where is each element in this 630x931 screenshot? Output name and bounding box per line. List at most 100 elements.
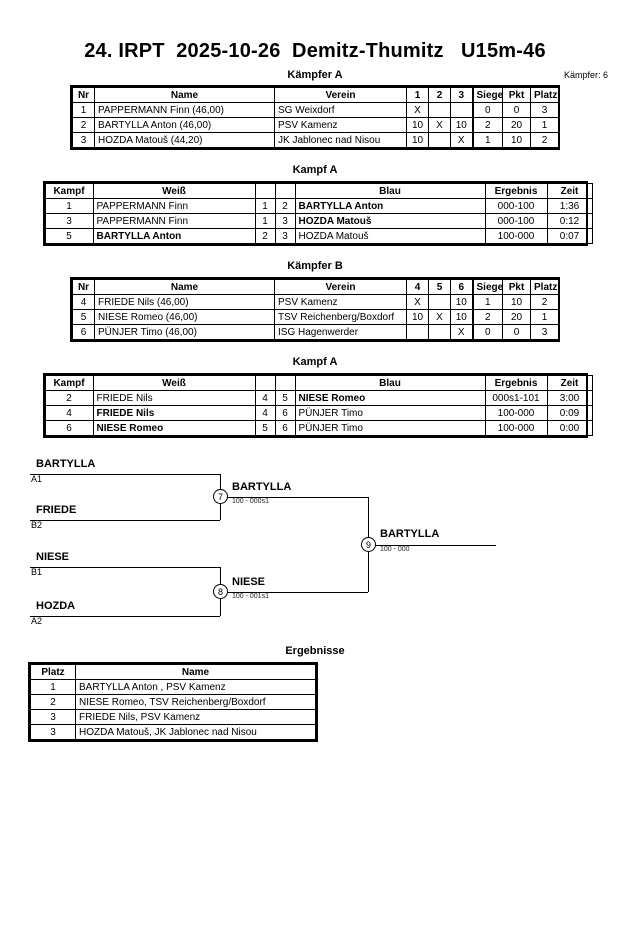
col-verein: Verein xyxy=(274,87,407,103)
cell-zeit: 0:00 xyxy=(546,420,593,436)
cell-name: FRIEDE Nils, PSV Kamenz xyxy=(75,709,316,725)
col-nr: Nr xyxy=(72,279,95,295)
cell-platz: 2 xyxy=(530,132,559,148)
table-row: 3 FRIEDE Nils, PSV Kamenz xyxy=(30,709,316,725)
col-weiss: Weiß xyxy=(92,375,256,391)
cell-weiss-nr: 4 xyxy=(254,405,276,421)
fighter-count-label: Kämpfer: 6 xyxy=(563,70,608,80)
cell-verein: TSV Reichenberg/Boxdorf xyxy=(274,309,407,325)
table-row: 5 NIESE Romeo (46,00) TSV Reichenberg/Bo… xyxy=(72,309,559,325)
cell-name: HOZDA Matouš, JK Jablonec nad Nisou xyxy=(75,724,316,740)
tournament-bracket: BARTYLLA A1 FRIEDE B2 7 BARTYLLA 100 - 0… xyxy=(0,456,630,631)
bracket-line-match-8 xyxy=(228,592,368,593)
cell-weiss: FRIEDE Nils xyxy=(92,390,256,406)
col-name: Name xyxy=(75,664,316,680)
col-name: Name xyxy=(94,279,275,295)
cell-platz: 1 xyxy=(530,309,559,325)
bracket-seed-code-4: A2 xyxy=(31,616,43,626)
cell-platz: 3 xyxy=(30,724,76,740)
cell-match-4 xyxy=(406,324,429,340)
cell-match-6: X xyxy=(450,324,473,340)
table-header-row: Kampf Weiß Blau Ergebnis Zeit xyxy=(44,375,593,391)
col-spacer-2 xyxy=(274,375,296,391)
col-nr: Nr xyxy=(72,87,95,103)
kampf-a2-caption: Kampf A xyxy=(292,356,338,368)
cell-platz: 2 xyxy=(530,294,559,310)
cell-blau: HOZDA Matouš xyxy=(294,228,486,244)
cell-blau: HOZDA Matouš xyxy=(294,213,486,229)
cell-match-4: X xyxy=(406,294,429,310)
cell-platz: 3 xyxy=(30,709,76,725)
cell-verein: JK Jablonec nad Nisou xyxy=(274,132,407,148)
cell-nr: 1 xyxy=(72,102,95,118)
bracket-seed-name-3: NIESE xyxy=(36,551,70,563)
table-row: 2 BARTYLLA Anton (46,00) PSV Kamenz 10 X… xyxy=(72,117,559,133)
cell-blau: BARTYLLA Anton xyxy=(294,198,486,214)
cell-platz: 3 xyxy=(530,324,559,340)
cell-blau-nr: 2 xyxy=(274,198,296,214)
cell-siege: 2 xyxy=(471,117,503,133)
bracket-winner-score-8: 100 - 001s1 xyxy=(232,593,269,600)
cell-pkt: 0 xyxy=(502,324,531,340)
cell-nr: 2 xyxy=(72,117,95,133)
pool-a-table: Nr Name Verein 1 2 3 Siege Pkt Platz 1 P… xyxy=(70,85,560,150)
col-platz: Platz xyxy=(530,87,559,103)
cell-ergebnis: 000-100 xyxy=(484,213,548,229)
kampf-a1-table: Kampf Weiß Blau Ergebnis Zeit 1 PAPPERMA… xyxy=(42,181,593,246)
cell-weiss-nr: 4 xyxy=(254,390,276,406)
col-match-2: 2 xyxy=(428,87,451,103)
col-blau: Blau xyxy=(294,375,486,391)
cell-match-3 xyxy=(450,102,473,118)
kampf-a1-caption: Kampf A xyxy=(292,164,338,176)
table-row: 2 NIESE Romeo, TSV Reichenberg/Boxdorf xyxy=(30,694,316,710)
cell-zeit: 1:36 xyxy=(546,198,593,214)
cell-weiss-nr: 5 xyxy=(254,420,276,436)
cell-weiss: FRIEDE Nils xyxy=(92,405,256,421)
table-row: 5 BARTYLLA Anton 2 3 HOZDA Matouš 100-00… xyxy=(44,228,593,244)
col-siege: Siege xyxy=(471,87,503,103)
cell-pkt: 10 xyxy=(502,132,531,148)
table-row: 1 BARTYLLA Anton , PSV Kamenz xyxy=(30,679,316,695)
col-kampf: Kampf xyxy=(44,183,94,199)
cell-match-1: 10 xyxy=(406,117,429,133)
cell-zeit: 0:12 xyxy=(546,213,593,229)
col-name: Name xyxy=(94,87,275,103)
cell-verein: SG Weixdorf xyxy=(274,102,407,118)
col-zeit: Zeit xyxy=(546,183,593,199)
col-ergebnis: Ergebnis xyxy=(484,183,548,199)
table-row: 1 PAPPERMANN Finn (46,00) SG Weixdorf X … xyxy=(72,102,559,118)
cell-weiss-nr: 2 xyxy=(254,228,276,244)
cell-blau: PÜNJER Timo xyxy=(294,420,486,436)
col-platz: Platz xyxy=(530,279,559,295)
cell-ergebnis: 100-000 xyxy=(484,420,548,436)
table-row: 4 FRIEDE Nils 4 6 PÜNJER Timo 100-000 0:… xyxy=(44,405,593,421)
col-match-5: 5 xyxy=(428,279,451,295)
bracket-match-node-7: 7 xyxy=(213,489,228,504)
cell-match-1: X xyxy=(406,102,429,118)
cell-weiss: BARTYLLA Anton xyxy=(92,228,256,244)
table-row: 4 FRIEDE Nils (46,00) PSV Kamenz X 10 1 … xyxy=(72,294,559,310)
cell-verein: ISG Hagenwerder xyxy=(274,324,407,340)
cell-platz: 1 xyxy=(30,679,76,695)
table-row: 6 NIESE Romeo 5 6 PÜNJER Timo 100-000 0:… xyxy=(44,420,593,436)
col-siege: Siege xyxy=(471,279,503,295)
col-spacer-2 xyxy=(274,183,296,199)
subheader-row: Kämpfer A Kämpfer: 6 xyxy=(0,69,630,85)
bracket-seed-code-1: A1 xyxy=(31,474,43,484)
table-header-row: Platz Name xyxy=(30,664,316,680)
cell-platz: 3 xyxy=(530,102,559,118)
cell-name: FRIEDE Nils (46,00) xyxy=(94,294,275,310)
bracket-winner-score-9: 100 - 000 xyxy=(380,546,410,553)
cell-match-2 xyxy=(428,132,451,148)
cell-ergebnis: 000s1-101 xyxy=(484,390,548,406)
cell-weiss: PAPPERMANN Finn xyxy=(92,213,256,229)
cell-weiss: NIESE Romeo xyxy=(92,420,256,436)
cell-ergebnis: 100-000 xyxy=(484,405,548,421)
cell-name: NIESE Romeo, TSV Reichenberg/Boxdorf xyxy=(75,694,316,710)
cell-match-6: 10 xyxy=(450,294,473,310)
kampf-a2-table: Kampf Weiß Blau Ergebnis Zeit 2 FRIEDE N… xyxy=(42,373,593,438)
cell-nr: 5 xyxy=(72,309,95,325)
bracket-seed-name-1: BARTYLLA xyxy=(36,458,96,470)
col-match-6: 6 xyxy=(450,279,473,295)
results-caption: Ergebnisse xyxy=(285,645,345,657)
